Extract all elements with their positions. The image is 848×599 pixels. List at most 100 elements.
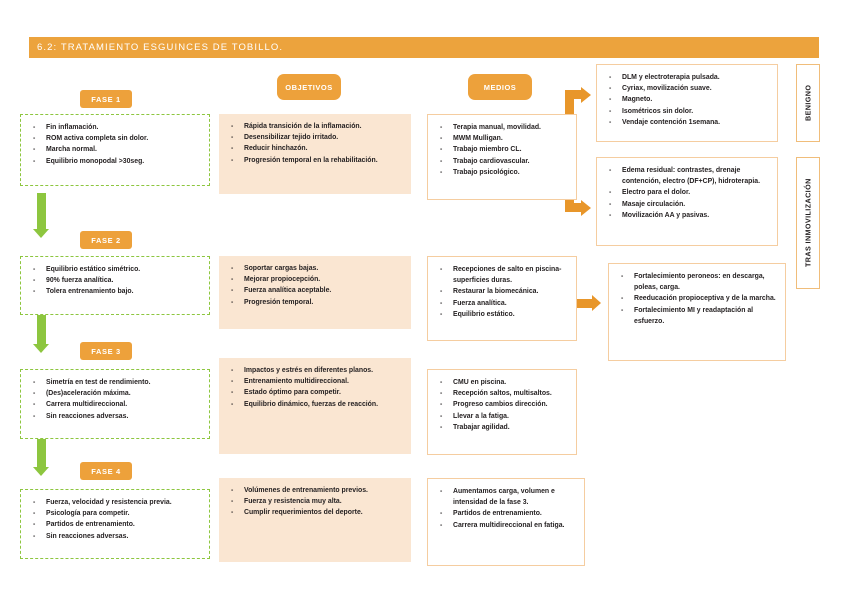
list-item: Progresión temporal en la rehabilitación… <box>224 155 405 166</box>
list-item: Fuerza, velocidad y resistencia previa. <box>26 497 203 508</box>
tras-inmovilizacion-list: Edema residual: contrastes, drenaje cont… <box>602 165 771 221</box>
list-item: Aumentamos carga, volumen e intensidad d… <box>433 486 578 508</box>
list-item: Terapia manual, movilidad. <box>433 122 570 133</box>
phase-4-objetivos-list: Volúmenes de entrenamiento previos. Fuer… <box>224 485 405 519</box>
list-item: Magneto. <box>602 94 771 105</box>
list-item: Trabajo cardiovascular. <box>433 156 570 167</box>
list-item: Desensibilizar tejido irritado. <box>224 132 405 143</box>
list-item: Fuerza y resistencia muy alta. <box>224 496 405 507</box>
list-item: Carrera multidireccional. <box>26 399 203 410</box>
list-item: Partidos de entrenamiento. <box>26 519 203 530</box>
elbow-arrow-to-benigno <box>565 72 597 132</box>
list-item: Entrenamiento multidireccional. <box>224 376 405 387</box>
list-item: (Des)aceleración máxima. <box>26 388 203 399</box>
benigno-list: DLM y electroterapia pulsada. Cyriax, mo… <box>602 72 771 128</box>
list-item: Fortalecimiento peroneos: en descarga, p… <box>614 271 779 293</box>
list-item: Recepciones de salto en piscina-superfic… <box>433 264 570 286</box>
list-item: Equilibrio dinámico, fuerzas de reacción… <box>224 399 405 410</box>
list-item: MWM Mulligan. <box>433 133 570 144</box>
list-item: Mejorar propiocepción. <box>224 274 405 285</box>
phase-4-criteria-box: Fuerza, velocidad y resistencia previa. … <box>20 489 210 559</box>
list-item: Edema residual: contrastes, drenaje cont… <box>602 165 771 187</box>
fortalecimiento-box: Fortalecimiento peroneos: en descarga, p… <box>608 263 786 361</box>
phase-2-objetivos-list: Soportar cargas bajas. Mejorar propiocep… <box>224 263 405 308</box>
list-item: Progresión temporal. <box>224 297 405 308</box>
list-item: Volúmenes de entrenamiento previos. <box>224 485 405 496</box>
list-item: Restaurar la biomecánica. <box>433 286 570 297</box>
list-item: Equilibrio estático simétrico. <box>26 264 203 275</box>
phase-2-objetivos-box: Soportar cargas bajas. Mejorar propiocep… <box>219 256 411 329</box>
tras-inmovilizacion-label: TRAS INMOVILIZACIÓN <box>803 178 813 268</box>
phase-4-objetivos-box: Volúmenes de entrenamiento previos. Fuer… <box>219 478 411 562</box>
list-item: Simetría en test de rendimiento. <box>26 377 203 388</box>
list-item: Trabajo miembro CL. <box>433 144 570 155</box>
benigno-label: BENIGNO <box>803 84 813 122</box>
list-item: Carrera multidireccional en fatiga. <box>433 520 578 531</box>
list-item: Progreso cambios dirección. <box>433 399 570 410</box>
list-item: Reducir hinchazón. <box>224 143 405 154</box>
list-item: Psicología para competir. <box>26 508 203 519</box>
list-item: Isométricos sin dolor. <box>602 106 771 117</box>
phase-chip-1: FASE 1 <box>80 90 132 108</box>
phase-1-objetivos-list: Rápida transición de la inflamación. Des… <box>224 121 405 166</box>
list-item: Fuerza analítica aceptable. <box>224 285 405 296</box>
flow-arrow-phase1-to-phase2 <box>33 193 50 238</box>
phase-1-medios-list: Terapia manual, movilidad. MWM Mulligan.… <box>433 122 570 178</box>
phase-3-criteria-box: Simetría en test de rendimiento. (Des)ac… <box>20 369 210 439</box>
list-item: Sin reacciones adversas. <box>26 531 203 542</box>
list-item: Tolera entrenamiento bajo. <box>26 286 203 297</box>
list-item: Llevar a la fatiga. <box>433 411 570 422</box>
list-item: Equilibrio monopodal >30seg. <box>26 156 203 167</box>
list-item: Equilibrio estático. <box>433 309 570 320</box>
phase-4-criteria-list: Fuerza, velocidad y resistencia previa. … <box>26 497 203 542</box>
phase-chip-2: FASE 2 <box>80 231 132 249</box>
column-header-medios: MEDIOS <box>468 74 532 100</box>
flow-arrow-phase2-to-phase3 <box>33 305 50 353</box>
list-item: ROM activa completa sin dolor. <box>26 133 203 144</box>
list-item: DLM y electroterapia pulsada. <box>602 72 771 83</box>
phase-3-objetivos-list: Impactos y estrés en diferentes planos. … <box>224 365 405 410</box>
phase-4-medios-list: Aumentamos carga, volumen e intensidad d… <box>433 486 578 531</box>
fortalecimiento-list: Fortalecimiento peroneos: en descarga, p… <box>614 271 779 327</box>
list-item: Vendaje contención 1semana. <box>602 117 771 128</box>
list-item: Fin inflamación. <box>26 122 203 133</box>
list-item: Estado óptimo para competir. <box>224 387 405 398</box>
list-item: Masaje circulación. <box>602 199 771 210</box>
phase-3-medios-list: CMU en piscina. Recepción saltos, multis… <box>433 377 570 433</box>
phase-2-medios-list: Recepciones de salto en piscina-superfic… <box>433 264 570 320</box>
list-item: Movilización AA y pasivas. <box>602 210 771 221</box>
list-item: Electro para el dolor. <box>602 187 771 198</box>
phase-3-criteria-list: Simetría en test de rendimiento. (Des)ac… <box>26 377 203 422</box>
list-item: Marcha normal. <box>26 144 203 155</box>
phase-4-medios-box: Aumentamos carga, volumen e intensidad d… <box>427 478 585 566</box>
phase-chip-4: FASE 4 <box>80 462 132 480</box>
phase-2-criteria-box: Equilibrio estático simétrico. 90% fuerz… <box>20 256 210 315</box>
phase-2-medios-box: Recepciones de salto en piscina-superfic… <box>427 256 577 341</box>
list-item: CMU en piscina. <box>433 377 570 388</box>
list-item: Cumplir requerimientos del deporte. <box>224 507 405 518</box>
list-item: Fuerza analítica. <box>433 298 570 309</box>
list-item: Trabajar agilidad. <box>433 422 570 433</box>
phase-1-criteria-list: Fin inflamación. ROM activa completa sin… <box>26 122 203 167</box>
phase-3-medios-box: CMU en piscina. Recepción saltos, multis… <box>427 369 577 455</box>
list-item: Trabajo psicológico. <box>433 167 570 178</box>
list-item: Cyriax, movilización suave. <box>602 83 771 94</box>
list-item: Sin reacciones adversas. <box>26 411 203 422</box>
phase-1-criteria-box: Fin inflamación. ROM activa completa sin… <box>20 114 210 186</box>
flow-arrow-phase3-to-phase4 <box>33 428 50 476</box>
tras-inmovilizacion-items-box: Edema residual: contrastes, drenaje cont… <box>596 157 778 246</box>
arrow-medios2-to-fortalecimiento <box>576 295 602 312</box>
list-item: Fortalecimiento MI y readaptación al esf… <box>614 305 779 327</box>
list-item: Reeducación propioceptiva y de la marcha… <box>614 293 779 304</box>
benigno-label-box: BENIGNO <box>796 64 820 142</box>
list-item: Recepción saltos, multisaltos. <box>433 388 570 399</box>
list-item: 90% fuerza analítica. <box>26 275 203 286</box>
phase-3-objetivos-box: Impactos y estrés en diferentes planos. … <box>219 358 411 454</box>
phase-2-criteria-list: Equilibrio estático simétrico. 90% fuerz… <box>26 264 203 298</box>
tras-inmovilizacion-label-box: TRAS INMOVILIZACIÓN <box>796 157 820 289</box>
benigno-items-box: DLM y electroterapia pulsada. Cyriax, mo… <box>596 64 778 142</box>
phase-1-medios-box: Terapia manual, movilidad. MWM Mulligan.… <box>427 114 577 200</box>
phase-1-objetivos-box: Rápida transición de la inflamación. Des… <box>219 114 411 194</box>
list-item: Soportar cargas bajas. <box>224 263 405 274</box>
